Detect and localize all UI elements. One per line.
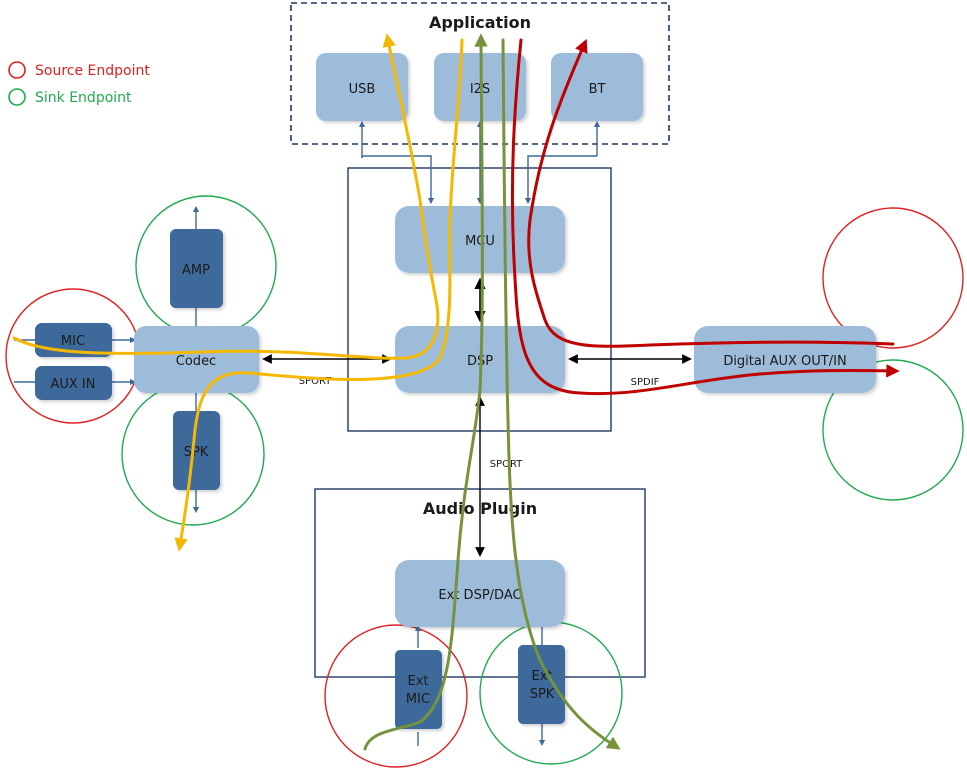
legend-source: Source Endpoint (8, 61, 150, 79)
amp-label: AMP (182, 263, 210, 278)
ext-mic-label-line1: Ext (407, 674, 428, 689)
red-flow-i2s-to-digital-out (510, 38, 900, 396)
codec-cluster: Codec MIC AUX IN AMP SPK (5, 195, 277, 526)
usb-mcu-connector (361, 155, 435, 205)
bt-label: BT (589, 82, 606, 97)
audio-plugin-group: Audio Plugin Ext DSP/DAC Ext MIC Ext SPK (314, 488, 646, 768)
yellow-flow-i2s-to-spk (174, 38, 464, 552)
spk-block[interactable]: SPK (173, 411, 220, 490)
mcu-block[interactable]: MCU (395, 206, 565, 273)
yellow-flow-mic-to-usb (12, 33, 440, 360)
aux-in-label: AUX IN (50, 377, 95, 392)
digital-aux-sink-endpoint (822, 359, 964, 501)
digital-aux-cluster: Digital AUX OUT/IN (694, 207, 964, 501)
legend: Source Endpoint Sink Endpoint (8, 61, 150, 106)
green-flow-extmic-to-i2s (363, 33, 488, 751)
ext-mic-block[interactable]: Ext MIC (395, 650, 442, 729)
app-mcu-connectors (358, 120, 601, 205)
green-flow-i2s-to-extspk (501, 38, 621, 750)
ext-mic-source-endpoint (324, 624, 468, 768)
dsp-digital-aux-link-label: SPDIF (631, 377, 660, 388)
digital-aux-block[interactable]: Digital AUX OUT/IN (694, 326, 876, 393)
ext-dsp-dac-label: Ext DSP/DAC (438, 588, 521, 603)
application-title: Application (429, 13, 531, 32)
spk-label: SPK (184, 445, 209, 460)
ext-spk-label-line2: SPK (530, 687, 555, 702)
digital-aux-source-endpoint (822, 207, 964, 349)
usb-block[interactable]: USB (316, 53, 408, 121)
legend-sink: Sink Endpoint (8, 88, 132, 106)
data-flow-paths (12, 33, 900, 751)
sink-endpoint-icon (8, 88, 26, 106)
source-endpoint-icon (8, 61, 26, 79)
legend-source-label: Source Endpoint (35, 63, 150, 79)
red-flow-digital-in-to-bt (527, 38, 895, 348)
dsp-ext-link-label: SPORT (490, 459, 523, 470)
codec-label: Codec (176, 354, 216, 369)
mic-label: MIC (61, 334, 85, 349)
legend-sink-label: Sink Endpoint (35, 90, 132, 106)
ext-mic-label-line2: MIC (406, 692, 430, 707)
ext-spk-block[interactable]: Ext SPK (518, 645, 565, 724)
amp-block[interactable]: AMP (170, 229, 223, 308)
digital-aux-label: Digital AUX OUT/IN (723, 354, 846, 369)
aux-in-block[interactable]: AUX IN (35, 366, 112, 400)
mcu-label: MCU (465, 234, 495, 249)
codec-dsp-link-label: SPORT (299, 376, 332, 387)
codec-block[interactable]: Codec (134, 326, 259, 393)
bt-mcu-connector (524, 155, 597, 205)
usb-label: USB (349, 82, 376, 97)
ext-dsp-dac-block[interactable]: Ext DSP/DAC (395, 560, 565, 627)
